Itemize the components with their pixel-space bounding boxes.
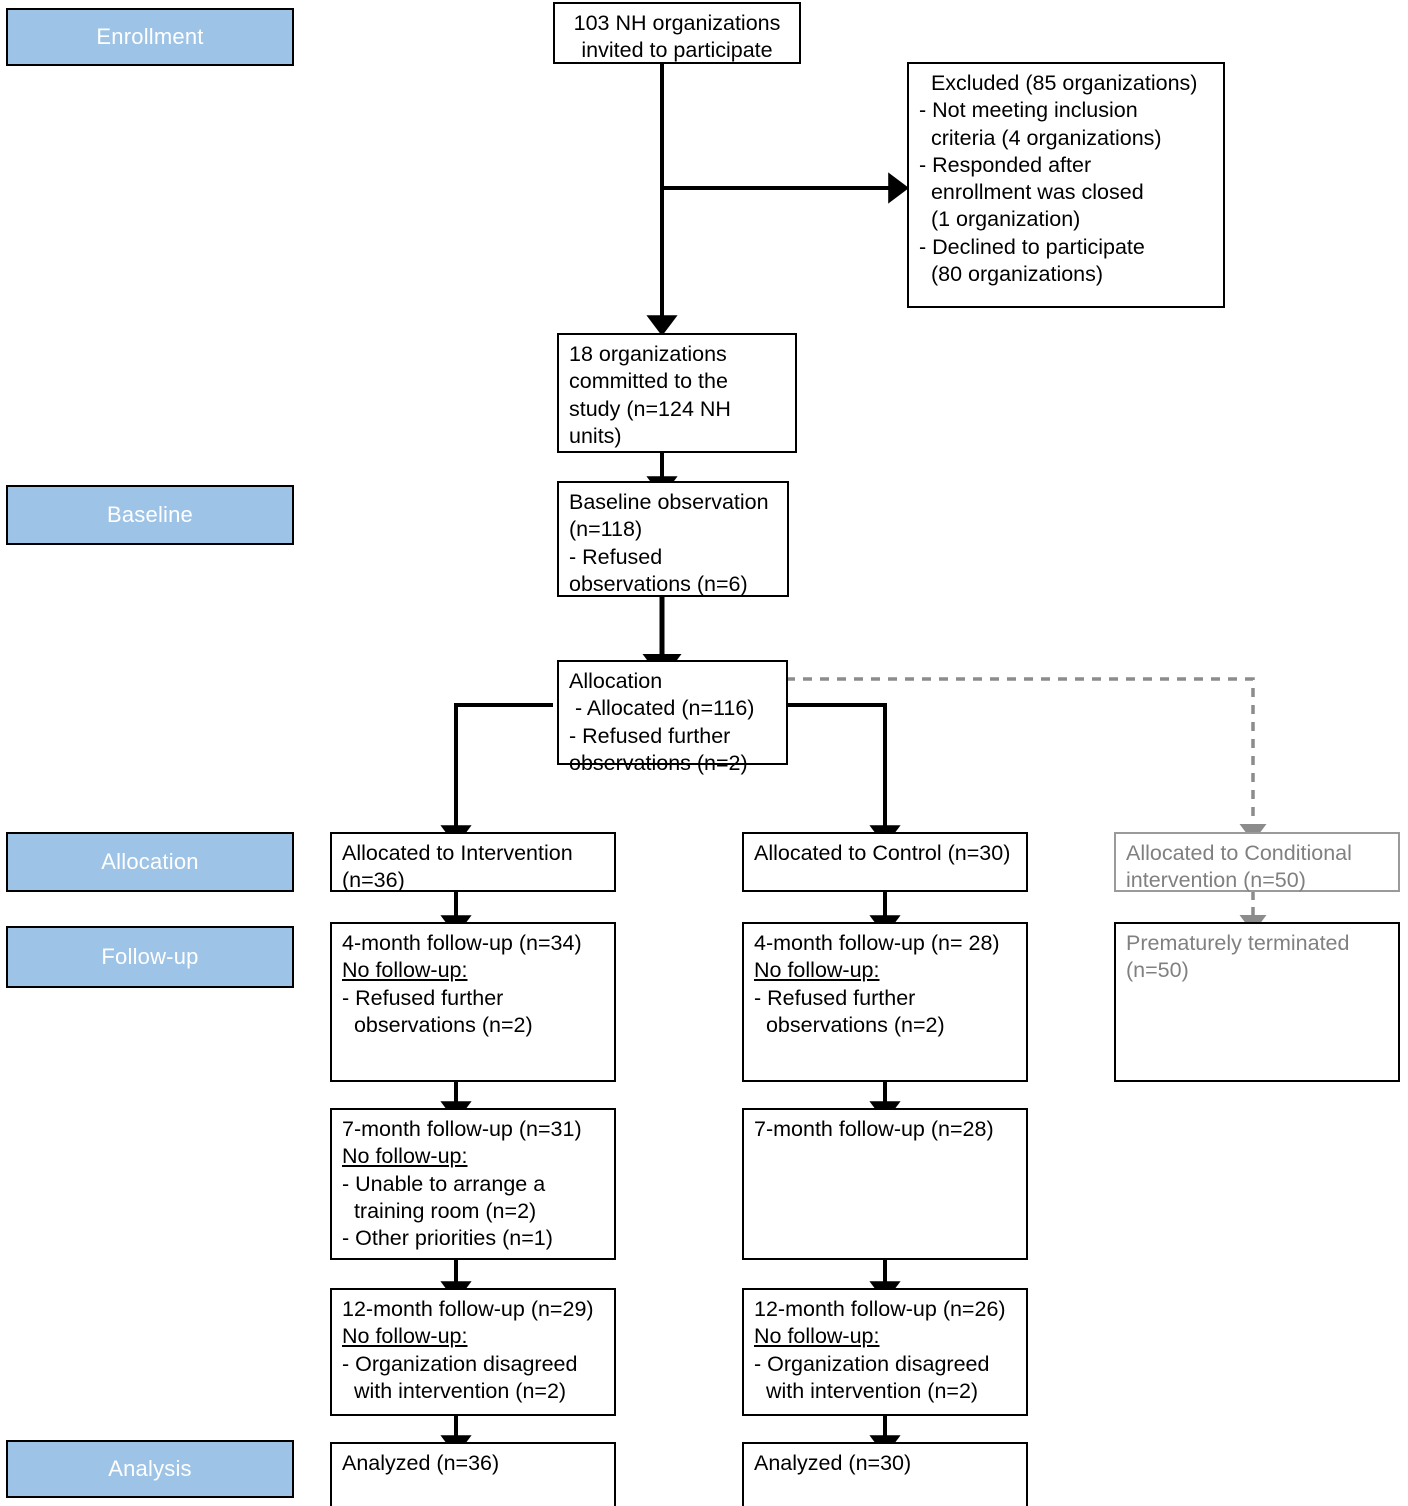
node-line: 4-month follow-up (n=34) [342, 931, 582, 955]
node-line: observations (n=2) [754, 1012, 945, 1037]
node-line: 12-month follow-up (n=29) [342, 1297, 594, 1321]
node-line: - Organization disagreed [342, 1351, 578, 1376]
stage-label-followup: Follow-up [6, 926, 294, 988]
node-line: - Refused further [754, 985, 916, 1010]
node-control-7month: 7-month follow-up (n=28) [742, 1108, 1028, 1260]
node-line: Baseline observation [569, 490, 769, 514]
node-line: Allocation [569, 669, 663, 693]
node-line: No follow-up: [342, 1144, 468, 1169]
node-line: enrollment was closed [919, 180, 1144, 205]
node-line: - Unable to arrange a [342, 1171, 546, 1196]
stage-label-enrollment: Enrollment [6, 8, 294, 66]
node-line: Allocated to Conditional [1126, 841, 1352, 865]
node-line: No follow-up: [342, 958, 468, 983]
node-line: units) [569, 423, 622, 448]
node-line: Analyzed (n=36) [342, 1451, 500, 1475]
node-line: No follow-up: [754, 958, 880, 983]
node-control-analyzed: Analyzed (n=30) [742, 1442, 1028, 1506]
node-line: - Responded after [919, 152, 1092, 177]
node-line: - Declined to participate [919, 234, 1145, 259]
node-control-12month: 12-month follow-up (n=26) No follow-up:- … [742, 1288, 1028, 1416]
node-line: observations (n=2) [342, 1012, 533, 1037]
node-line: - Allocated (n=116) [569, 696, 755, 721]
node-intervention-7month: 7-month follow-up (n=31) No follow-up:- U… [330, 1108, 616, 1260]
node-allocated-control: Allocated to Control (n=30) [742, 832, 1028, 892]
stage-label-followup-text: Follow-up [101, 944, 199, 969]
node-line: study (n=124 NH [569, 396, 731, 421]
node-line: Allocated to Control (n=30) [754, 841, 1011, 865]
node-intervention-12month: 12-month follow-up (n=29) No follow-up:- … [330, 1288, 616, 1416]
node-line: with intervention (n=2) [754, 1378, 979, 1403]
node-line: 7-month follow-up (n=31) [342, 1117, 582, 1141]
node-line: - Refused [569, 544, 663, 569]
node-line: - Refused further [569, 723, 731, 748]
node-line: observations (n=2) [569, 750, 748, 775]
node-line: - Organization disagreed [754, 1351, 990, 1376]
node-line: No follow-up: [754, 1324, 880, 1349]
node-line: 18 organizations [569, 342, 727, 366]
node-line: 7-month follow-up (n=28) [754, 1117, 994, 1141]
node-line: observations (n=6) [569, 571, 748, 596]
node-line: Prematurely terminated [1126, 931, 1350, 955]
node-allocated-intervention: Allocated to Intervention (n=36) [330, 832, 616, 892]
node-line: (n=50) [1126, 958, 1189, 983]
stage-label-analysis-text: Analysis [108, 1456, 192, 1481]
node-line: Allocated to Intervention [342, 841, 573, 865]
connector-allocation-to-conditional [786, 677, 1267, 842]
node-invited: 103 NH organizations invited to participa… [553, 2, 801, 64]
node-line: criteria (4 organizations) [919, 125, 1162, 150]
node-control-4month: 4-month follow-up (n= 28) No follow-up:- … [742, 922, 1028, 1082]
node-intervention-analyzed: Analyzed (n=36) [330, 1442, 616, 1506]
node-line: Excluded (85 organizations) [919, 71, 1198, 95]
connector-allocation-to-intervention [440, 703, 553, 846]
node-line: - Not meeting inclusion [919, 98, 1138, 123]
connector-allocation-to-control [786, 703, 901, 846]
node-line: (1 organization) [919, 207, 1081, 232]
node-line: training room (n=2) [342, 1198, 537, 1223]
node-intervention-4month: 4-month follow-up (n=34) No follow-up:- R… [330, 922, 616, 1082]
stage-label-analysis: Analysis [6, 1440, 294, 1498]
node-line: committed to the [569, 369, 728, 394]
stage-label-baseline: Baseline [6, 485, 294, 545]
node-line: 4-month follow-up (n= 28) [754, 931, 1000, 955]
node-line: 12-month follow-up (n=26) [754, 1297, 1006, 1321]
node-line: No follow-up: [342, 1324, 468, 1349]
stage-label-enrollment-text: Enrollment [96, 24, 204, 49]
node-line: - Other priorities (n=1) [342, 1226, 553, 1251]
node-line: intervention (n=50) [1126, 868, 1306, 893]
stage-label-allocation: Allocation [6, 832, 294, 892]
node-allocation: Allocation - Allocated (n=116)- Refused … [557, 660, 788, 775]
stage-label-baseline-text: Baseline [107, 502, 193, 527]
node-line: - Refused further [342, 985, 504, 1010]
node-excluded: Excluded (85 organizations) - Not meeting… [907, 62, 1225, 308]
node-line: Analyzed (n=30) [754, 1451, 912, 1475]
node-line: with intervention (n=2) [342, 1378, 567, 1403]
node-line: (n=36) [342, 868, 405, 893]
node-line: (80 organizations) [919, 262, 1104, 287]
node-line: (n=118) [569, 517, 643, 542]
node-conditional-terminated: Prematurely terminated (n=50) [1114, 922, 1400, 1082]
node-line: invited to participate [581, 38, 773, 63]
node-allocated-conditional: Allocated to Conditional intervention (n=… [1114, 832, 1400, 892]
stage-label-allocation-text: Allocation [101, 849, 199, 874]
node-line: 103 NH organizations [573, 11, 781, 35]
